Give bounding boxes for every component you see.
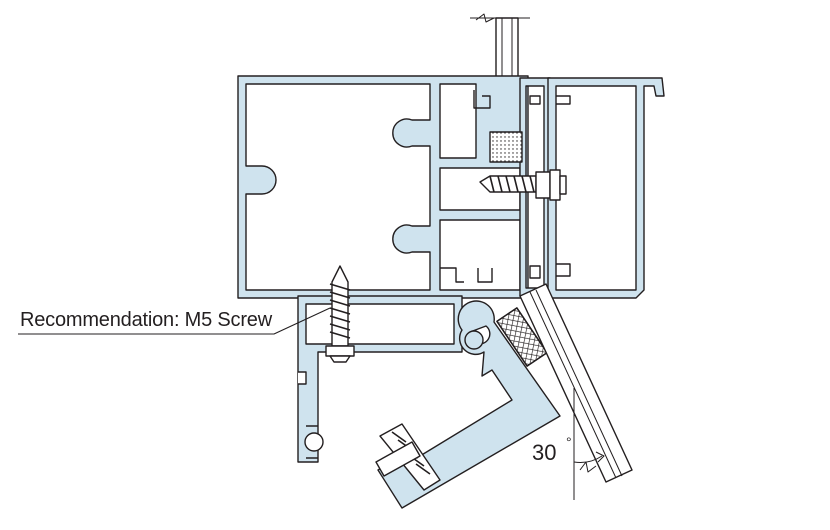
insulation-block <box>489 131 523 163</box>
hex-head-screw <box>479 169 567 201</box>
angle-unit-label: ° <box>566 434 572 450</box>
fixing-screw <box>325 265 355 363</box>
lower-bracket-profile <box>297 295 463 463</box>
screw-recommendation-label: Recommendation: M5 Screw <box>20 309 272 331</box>
inclined-glass-panel <box>519 283 633 483</box>
angle-indicator <box>573 388 605 500</box>
angle-value-label: 30 <box>532 440 557 465</box>
callout-leader <box>18 307 331 335</box>
transom-cap-profile <box>547 77 665 299</box>
clamp-screw <box>375 423 441 491</box>
knurled-gasket <box>496 307 548 367</box>
